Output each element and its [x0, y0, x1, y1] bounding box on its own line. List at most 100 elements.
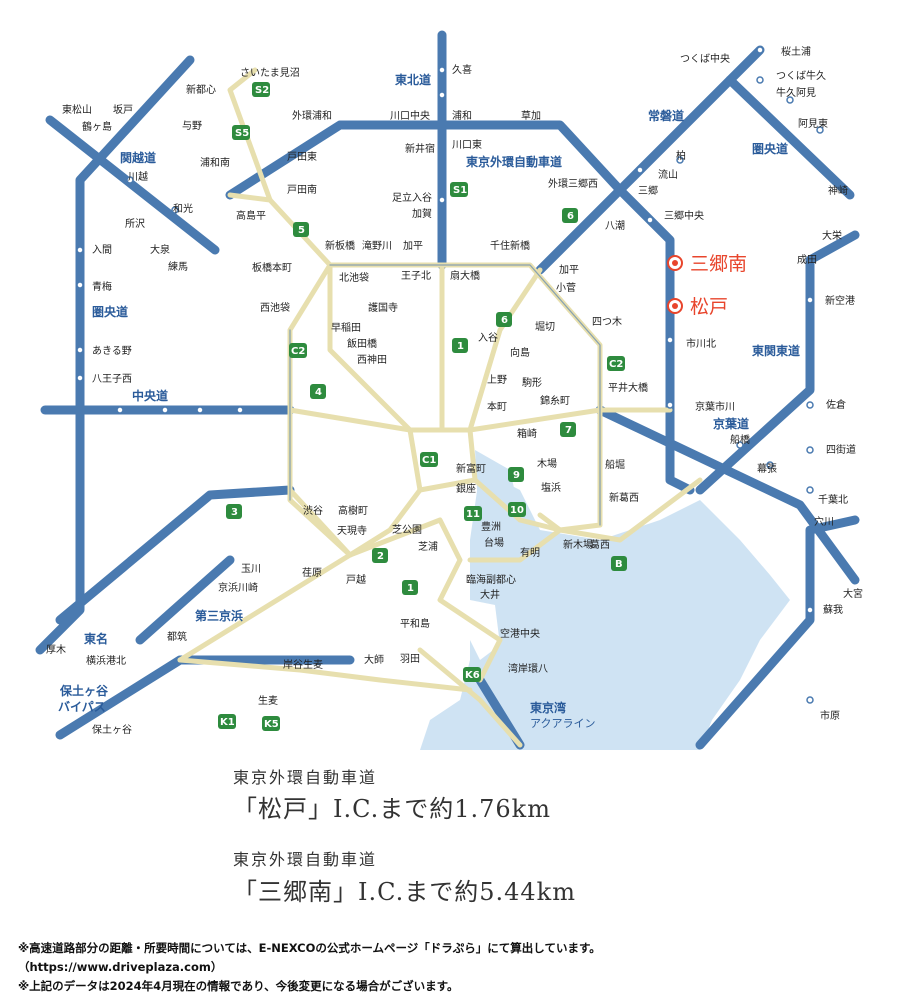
- svg-text:6: 6: [501, 315, 508, 326]
- svg-text:足立入谷: 足立入谷: [392, 191, 432, 204]
- svg-text:銀座: 銀座: [456, 482, 476, 495]
- svg-text:大宮: 大宮: [843, 587, 863, 600]
- route-badge-b: B: [611, 556, 627, 571]
- daisan-keihin-label: 第三京浜: [195, 608, 243, 623]
- svg-text:S5: S5: [235, 128, 249, 139]
- svg-text:平井大橋: 平井大橋: [608, 381, 648, 394]
- tateyama-expressway: [695, 515, 860, 750]
- svg-text:上野: 上野: [487, 374, 507, 386]
- svg-text:厚木: 厚木: [46, 644, 66, 656]
- svg-text:横浜港北: 横浜港北: [86, 654, 126, 667]
- svg-text:羽田: 羽田: [400, 653, 420, 665]
- svg-text:牛久阿見: 牛久阿見: [776, 86, 816, 99]
- svg-text:外環浦和: 外環浦和: [292, 109, 332, 122]
- svg-text:市原: 市原: [820, 709, 840, 722]
- route-badges: S2 S5 S1 5 6 C2 C2 1 6 4 7 C1 9 3 11 10 …: [218, 82, 627, 731]
- svg-text:9: 9: [513, 470, 520, 481]
- gaikan-expressway: [225, 120, 695, 495]
- svg-text:C2: C2: [609, 359, 623, 370]
- svg-text:京浜川崎: 京浜川崎: [218, 581, 258, 594]
- distance-matsudo: 「松戸」I.C.まで約1.76km: [233, 795, 551, 823]
- svg-text:鶴ヶ島: 鶴ヶ島: [82, 120, 112, 133]
- svg-text:臨海副都心: 臨海副都心: [466, 573, 516, 586]
- svg-text:台場: 台場: [484, 536, 504, 549]
- svg-text:四街道: 四街道: [826, 443, 856, 456]
- svg-text:浦和: 浦和: [452, 109, 472, 122]
- svg-text:北池袋: 北池袋: [339, 271, 369, 284]
- svg-text:2: 2: [377, 551, 384, 562]
- svg-text:入間: 入間: [92, 244, 112, 256]
- hodogaya-label: 保土ヶ谷: [59, 683, 109, 698]
- misato-minami-marker[interactable]: 三郷南: [667, 253, 747, 275]
- svg-text:桜土浦: 桜土浦: [781, 45, 811, 58]
- svg-text:荏原: 荏原: [302, 567, 322, 579]
- svg-text:6: 6: [567, 211, 574, 222]
- expressway-lines: [35, 30, 860, 750]
- svg-text:新井宿: 新井宿: [405, 142, 435, 155]
- route-name-2: 東京外環自動車道: [233, 850, 378, 869]
- route-badge-4: 4: [310, 384, 326, 399]
- keiyo-road: [595, 405, 860, 585]
- svg-text:高樹町: 高樹町: [338, 504, 368, 517]
- misato-minami-label: 三郷南: [690, 253, 747, 275]
- route-badge-6n: 6: [496, 312, 512, 327]
- svg-text:与野: 与野: [182, 120, 202, 132]
- svg-text:湾岸環八: 湾岸環八: [508, 662, 548, 675]
- route-badge-s2: S2: [252, 82, 270, 97]
- svg-text:1: 1: [407, 583, 414, 594]
- svg-text:つくば中央: つくば中央: [680, 52, 730, 65]
- higashi-kanto-label: 東関東道: [752, 343, 800, 358]
- svg-text:川口東: 川口東: [452, 138, 482, 151]
- matsudo-marker[interactable]: 松戸: [667, 296, 728, 318]
- svg-text:つくば牛久: つくば牛久: [776, 69, 826, 82]
- aqualine-label-2: アクアライン: [530, 717, 595, 730]
- note-disclaimer: ※上記のデータは2024年4月現在の情報であり、今後変更になる場合がございます。: [18, 979, 459, 993]
- aqualine-label-1: 東京湾: [530, 700, 566, 715]
- tomei-label: 東名: [84, 631, 108, 646]
- svg-text:柏: 柏: [676, 149, 686, 162]
- route-badge-11: 11: [464, 506, 482, 521]
- c1-ring: [407, 427, 478, 493]
- keiyo-label: 京葉道: [713, 416, 749, 431]
- tokyo-bay: [420, 470, 790, 750]
- svg-text:B: B: [615, 559, 623, 570]
- svg-text:京葉市川: 京葉市川: [695, 400, 735, 413]
- svg-text:渋谷: 渋谷: [303, 504, 323, 517]
- route-badge-s1: S1: [450, 182, 468, 197]
- svg-text:向島: 向島: [510, 346, 530, 359]
- svg-text:高島平: 高島平: [236, 209, 266, 222]
- route-badge-1s: 1: [402, 580, 418, 595]
- chuo-label: 中央道: [132, 388, 168, 403]
- route-badge-k1: K1: [218, 714, 236, 729]
- route-badge-7: 7: [560, 422, 576, 437]
- svg-text:流山: 流山: [658, 168, 678, 181]
- svg-text:草加: 草加: [521, 110, 541, 122]
- route-badge-6: 6: [562, 208, 578, 223]
- svg-text:西池袋: 西池袋: [260, 301, 290, 314]
- svg-text:3: 3: [231, 507, 238, 518]
- svg-text:入谷: 入谷: [478, 332, 498, 344]
- svg-text:保土ヶ谷: 保土ヶ谷: [92, 723, 132, 736]
- route-badge-s5: S5: [232, 125, 250, 140]
- svg-text:S1: S1: [453, 185, 467, 196]
- svg-text:早稲田: 早稲田: [331, 322, 361, 334]
- tomei-expressway: [55, 485, 295, 625]
- interchange-dots: [76, 46, 824, 704]
- svg-text:都筑: 都筑: [167, 630, 187, 643]
- svg-text:新富町: 新富町: [456, 462, 486, 475]
- higashi-kanto-expressway: [695, 230, 860, 495]
- svg-text:阿見東: 阿見東: [798, 117, 828, 130]
- ken-o-west: [35, 55, 195, 655]
- joban-expressway: [535, 45, 765, 275]
- svg-text:和光: 和光: [173, 202, 193, 215]
- svg-text:新都心: 新都心: [186, 83, 216, 96]
- route-badge-10: 10: [508, 502, 526, 517]
- route-badge-3: 3: [226, 504, 242, 519]
- svg-text:玉川: 玉川: [241, 564, 261, 575]
- ken-o-west-label: 圏央道: [92, 304, 128, 319]
- svg-text:市川北: 市川北: [686, 337, 716, 350]
- svg-text:王子北: 王子北: [401, 270, 431, 282]
- route-badge-k6: K6: [463, 667, 481, 682]
- svg-text:千住新橋: 千住新橋: [490, 239, 530, 252]
- svg-text:川越: 川越: [128, 170, 148, 183]
